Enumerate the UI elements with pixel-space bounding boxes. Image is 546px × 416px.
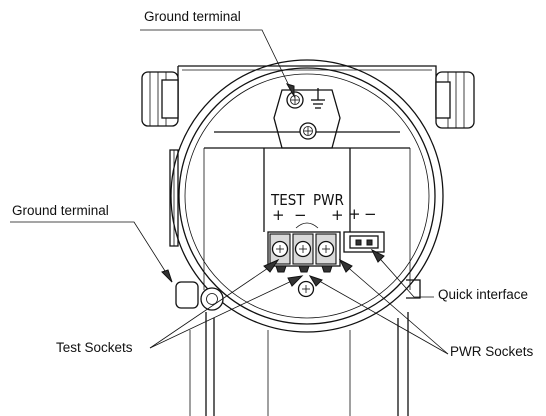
quick-interface-minus-sign: −	[364, 205, 377, 223]
pwr-sockets-label: PWR Sockets	[450, 344, 534, 359]
cover-ring	[170, 59, 444, 333]
test-plus-sign: +	[272, 206, 285, 224]
quick-interface-connector	[343, 231, 385, 253]
leader-lines	[10, 29, 449, 355]
test-marking: TEST	[270, 191, 305, 209]
housing-stem	[189, 312, 409, 416]
terminal-block-bottom-screw	[297, 280, 315, 298]
right-mount-tab	[406, 279, 421, 299]
terminal-screw-test-plus	[271, 240, 289, 258]
quick-interface-plus-sign: +	[348, 205, 361, 223]
external-ground-screw	[175, 281, 224, 311]
left-cable-gland	[141, 71, 179, 127]
test-minus-sign: −	[294, 206, 307, 224]
pwr-plus-sign: +	[331, 206, 344, 224]
top-ground-screw-lower	[299, 122, 317, 140]
terminal-screw-pwr-plus	[317, 240, 335, 258]
terminal-screw-common	[294, 240, 312, 258]
top-ground-screw-upper	[286, 91, 304, 109]
test-pwr-link-arc	[295, 222, 319, 229]
ground-terminal-left-label: Ground terminal	[12, 203, 109, 218]
right-cable-gland	[435, 71, 475, 129]
quick-interface-label: Quick interface	[438, 287, 528, 302]
pwr-marking: PWR	[313, 191, 344, 209]
housing-top	[177, 65, 437, 110]
terminal-compartment	[203, 89, 411, 290]
ground-symbol-icon	[311, 88, 325, 109]
test-sockets-label: Test Sockets	[56, 340, 133, 355]
ground-terminal-top-label: Ground terminal	[144, 9, 241, 24]
